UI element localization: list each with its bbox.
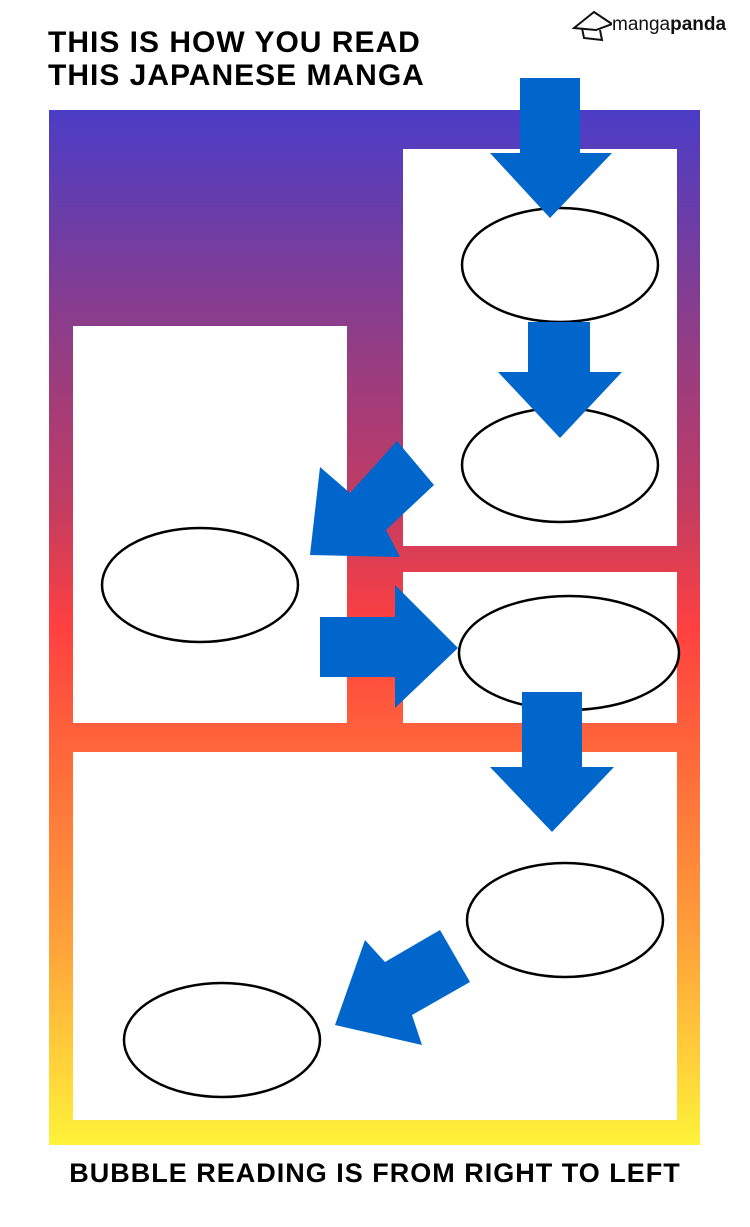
speech-bubble-6: [122, 981, 322, 1099]
footer-caption: Bubble reading is from right to left: [69, 1158, 681, 1188]
title-line-2: this Japanese manga: [48, 59, 425, 92]
speech-bubble-3: [100, 526, 300, 644]
mangapanda-logo: mangapanda: [572, 8, 747, 42]
title-line-1: This is how you read: [48, 26, 421, 59]
logo-text-manga: manga: [612, 14, 671, 35]
arrow-down-left-icon-1: [310, 441, 434, 557]
hat-icon: [572, 10, 612, 42]
panel-2: [73, 326, 347, 723]
speech-bubble-1: [460, 206, 660, 324]
title: This is how you read this Japanese manga: [48, 26, 425, 92]
arrow-right-icon: [320, 585, 458, 708]
speech-bubble-5: [465, 861, 665, 979]
logo-text-panda: panda: [670, 14, 727, 35]
arrow-down-icon-2: [498, 322, 622, 438]
arrow-down-icon-3: [490, 692, 614, 832]
arrow-down-left-icon-2: [335, 930, 470, 1045]
arrow-down-icon-1: [490, 78, 612, 218]
